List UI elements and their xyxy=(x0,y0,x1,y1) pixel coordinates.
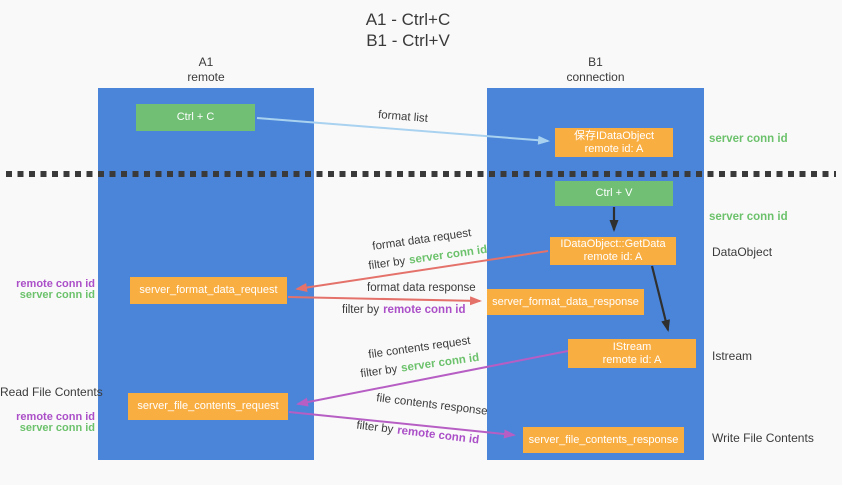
file-contents-response-label: file contents response xyxy=(375,392,489,418)
lifeline-a1-role: remote xyxy=(187,70,225,84)
title-line-b1: B1 - Ctrl+V xyxy=(366,31,450,50)
filter-by-text: filter by xyxy=(342,304,380,316)
remote-conn-id-side-label-1: remote conn id xyxy=(16,278,95,290)
lifeline-b1-name: B1 xyxy=(588,55,603,69)
diagram-title: A1 - Ctrl+C B1 - Ctrl+V xyxy=(328,9,488,51)
server-format-data-response-label: server_format_data_response xyxy=(492,295,639,308)
conn-id-side-block-1: remote conn id server conn id xyxy=(0,279,95,301)
server-file-contents-request-box: server_file_contents_request xyxy=(128,393,288,420)
read-file-contents-label: Read File Contents xyxy=(0,385,103,399)
filter-by-text: filter by xyxy=(359,363,399,381)
server-conn-id-side-label-2: server conn id xyxy=(19,422,95,434)
filter-by-text: filter by xyxy=(355,419,394,436)
title-line-a1: A1 - Ctrl+C xyxy=(365,10,451,29)
ctrl-v-box: Ctrl + V xyxy=(555,181,673,206)
save-idataobject-line2: remote id: A xyxy=(584,142,644,155)
lifeline-b1-role: connection xyxy=(566,70,625,84)
lifeline-header-a1: A1 remote xyxy=(98,55,314,85)
remote-conn-id-text: remote conn id xyxy=(396,424,480,447)
server-format-data-request-box: server_format_data_request xyxy=(130,277,287,304)
ctrl-c-box: Ctrl + C xyxy=(136,104,255,131)
server-conn-id-side-label-1: server conn id xyxy=(19,289,95,301)
getdata-line1: IDataObject::GetData xyxy=(560,238,666,250)
server-conn-id-side-label-top: server conn id xyxy=(709,133,788,145)
filter-by-text: filter by xyxy=(367,255,407,273)
save-idataobject-box: 保存IDataObject remote id: A xyxy=(555,128,673,157)
istream-line2: remote id: A xyxy=(602,353,662,366)
server-format-data-response-box: server_format_data_response xyxy=(487,289,644,315)
format-data-response-label: format data response xyxy=(367,282,476,294)
istream-box: IStream remote id: A xyxy=(568,339,696,368)
getdata-line2: remote id: A xyxy=(583,251,643,263)
remote-conn-id-side-label-2: remote conn id xyxy=(16,411,95,423)
conn-id-side-block-2: remote conn id server conn id xyxy=(0,412,95,434)
server-file-contents-response-label: server_file_contents_response xyxy=(528,433,679,446)
server-format-data-request-label: server_format_data_request xyxy=(139,284,278,296)
ctrl-c-label: Ctrl + C xyxy=(176,111,215,123)
server-file-contents-response-box: server_file_contents_response xyxy=(523,427,684,453)
server-file-contents-request-label: server_file_contents_request xyxy=(137,400,279,412)
write-file-contents-label: Write File Contents xyxy=(712,431,814,445)
idataobject-getdata-box: IDataObject::GetData remote id: A xyxy=(550,237,676,265)
format-list-label: format list xyxy=(377,109,429,125)
save-idataobject-line1: 保存IDataObject xyxy=(573,129,655,142)
istream-line1: IStream xyxy=(612,340,652,353)
istream-side-label: Istream xyxy=(712,349,753,363)
format-data-response-arrow xyxy=(287,296,482,306)
remote-conn-id-text: remote conn id xyxy=(383,304,466,316)
server-conn-id-text: server conn id xyxy=(408,243,488,267)
dataobject-side-label: DataObject xyxy=(712,245,773,259)
server-conn-id-text: server conn id xyxy=(400,351,480,375)
ctrl-v-label: Ctrl + V xyxy=(595,187,633,199)
separator-dotted-line xyxy=(6,171,836,177)
lifeline-a1-name: A1 xyxy=(198,55,214,69)
lifeline-header-b1: B1 connection xyxy=(487,55,704,85)
server-conn-id-side-label-mid: server conn id xyxy=(709,211,788,223)
